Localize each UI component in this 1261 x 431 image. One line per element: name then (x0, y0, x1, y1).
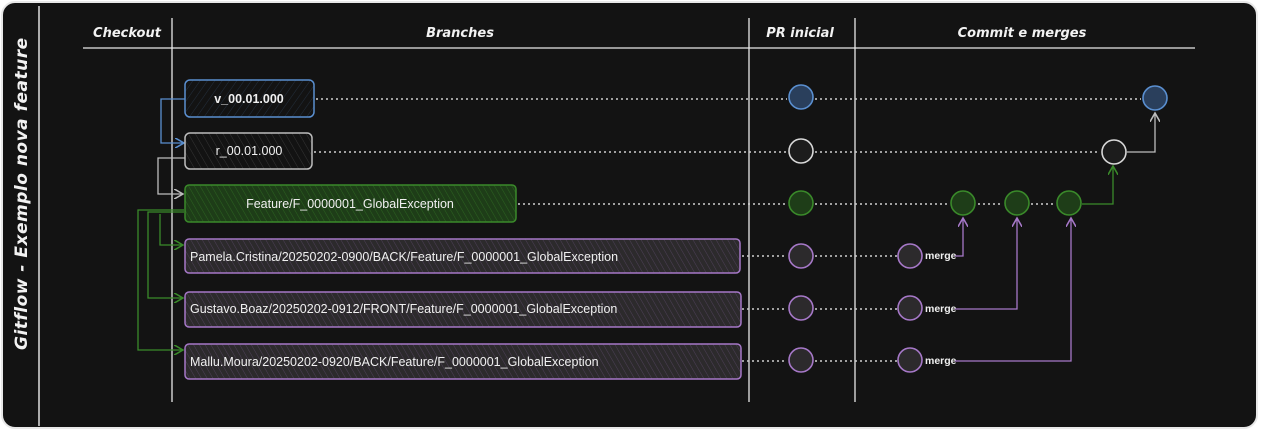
pr-node-version (788, 84, 814, 110)
branch-dev-pamela-hatch (185, 239, 740, 273)
merge-label-gustavo: merge (925, 303, 957, 315)
release-merge-node (1101, 139, 1127, 165)
merge-arrow-feature-to-release (1082, 166, 1113, 205)
commit-node-mallu (897, 347, 923, 373)
commit-node-pamela (897, 243, 923, 269)
merge-node-feature-2 (1004, 190, 1030, 216)
branch-dev-mallu-label: Mallu.Moura/20250202-0920/BACK/Feature/F… (190, 355, 599, 369)
header-pr-inicial: PR inicial (766, 26, 834, 41)
branch-release (184, 132, 313, 170)
pr-node-release (788, 138, 814, 164)
branch-release-label: r_00.01.000 (216, 144, 283, 158)
diagram-title: Gitflow - Exemplo nova feature (12, 37, 32, 350)
branch-version-hatch (185, 80, 314, 117)
checkout-feature-to-devs (137, 209, 184, 350)
header-commit-merges: Commit e merges (958, 26, 1087, 41)
merge-arrow-gustavo (955, 218, 1017, 310)
checkout-release-to-feature (157, 157, 185, 194)
pr-node-feature (788, 190, 814, 216)
branch-dev-mallu-hatch (185, 344, 741, 379)
merge-node-feature-3 (1056, 190, 1082, 216)
pr-node-pamela (788, 243, 814, 269)
merge-arrow-release-to-version (1127, 113, 1155, 153)
branch-dev-gustavo-label: Gustavo.Boaz/20250202-0912/FRONT/Feature… (190, 302, 617, 316)
merge-node-feature-1 (950, 190, 976, 216)
branch-dev-gustavo-hatch (185, 292, 741, 327)
commit-node-gustavo (897, 295, 923, 321)
merge-label-mallu: merge (925, 355, 957, 367)
checkout-version-to-release (160, 98, 185, 143)
branch-feature-label: Feature/F_0000001_GlobalException (246, 197, 454, 211)
merge-arrow-mallu (955, 218, 1071, 362)
pr-node-gustavo (788, 295, 814, 321)
branch-feature-hatch (185, 185, 516, 222)
merge-arrow-pamela (955, 218, 963, 257)
pr-node-mallu (788, 347, 814, 373)
header-branches: Branches (426, 26, 494, 41)
branch-version-label: v_00.01.000 (214, 92, 284, 106)
header-checkout: Checkout (93, 26, 162, 41)
version-merge-node (1142, 85, 1168, 111)
merge-label-pamela: merge (925, 250, 957, 262)
branch-dev-pamela-label: Pamela.Cristina/20250202-0900/BACK/Featu… (190, 250, 618, 264)
timelines (314, 98, 1141, 362)
